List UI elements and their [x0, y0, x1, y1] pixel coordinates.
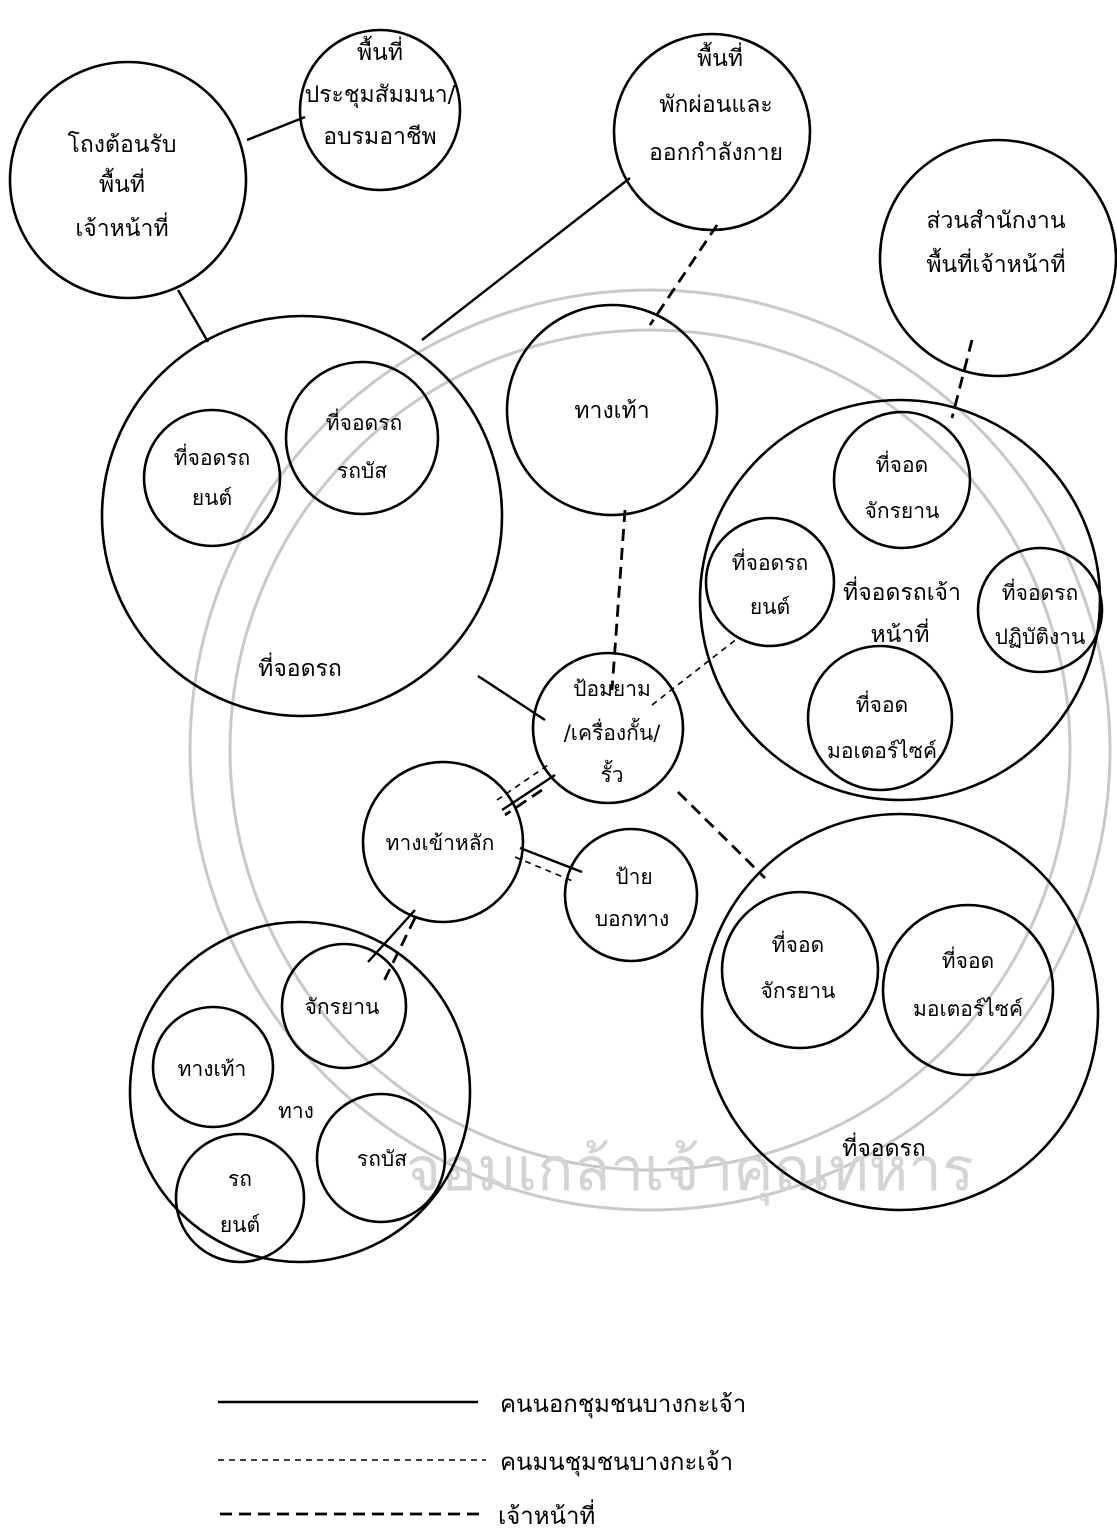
bus-parking-label-2: รถบัส	[337, 459, 387, 483]
guard-label-1: ป้อมยาม	[573, 677, 651, 701]
guard-node: ป้อมยาม /เครื่องกั้น/ รั้ว	[531, 651, 685, 805]
path-bus-label: รถบัส	[357, 1147, 407, 1171]
staff-parking-node: ที่จอดรถเจ้า หน้าที่	[698, 398, 1102, 802]
seminar-label-3: อบรมอาชีพ	[323, 124, 436, 150]
staff-car-node: ที่จอดรถ ยนต์	[704, 516, 836, 648]
bicycle-right-label-2: จักรยาน	[761, 979, 836, 1003]
path-car-label-2: ยนต์	[220, 1213, 260, 1237]
reception-label-2: พื้นที่	[99, 168, 145, 198]
guard-label-3: รั้ว	[600, 760, 623, 787]
path-bicycle-node: จักรยาน	[280, 942, 408, 1070]
reception-label-1: โถงต้อนรับ	[68, 131, 177, 158]
seminar-label-2: ประชุมสัมมนา/	[305, 82, 456, 108]
staff-motorcycle-label-2: มอเตอร์ไซค์	[827, 739, 937, 763]
reception-node: โถงต้อนรับ พื้นที่ เจ้าหน้าที่	[8, 60, 248, 300]
rest-label-3: ออกกำลังกาย	[649, 140, 783, 166]
signpost-label-2: บอกทาง	[595, 907, 670, 931]
link-walkway-guard	[610, 509, 627, 691]
link-guard-staff-parking	[651, 637, 739, 706]
staff-motorcycle-node: ที่จอด มอเตอร์ไซค์	[806, 644, 954, 792]
walkway-top-label: ทางเท้า	[574, 398, 649, 424]
staff-work-vehicle-label-2: ปฏิบัติงาน	[995, 625, 1086, 649]
motorcycle-right-label-2: มอเตอร์ไซค์	[913, 997, 1023, 1021]
staff-parking-label-1: ที่จอดรถเจ้า	[843, 576, 961, 606]
legend-staff-label: เจ้าหน้าที่	[498, 1499, 595, 1530]
car-parking-left-label-1: ที่จอดรถ	[174, 443, 250, 470]
walkway-top-node: ทางเท้า	[505, 303, 719, 517]
path-bicycle-label: จักรยาน	[305, 995, 380, 1019]
parking-right-node: ที่จอดรถ	[700, 812, 1100, 1212]
rest-label-1: พื้นที่	[697, 42, 743, 72]
link-reception-parking	[176, 289, 210, 343]
staff-parking-label-2: หน้าที่	[871, 618, 930, 648]
seminar-node: พื้นที่ ประชุมสัมมนา/ อบรมอาชีพ	[298, 28, 462, 192]
path-car-node: รถ ยนต์	[174, 1132, 306, 1264]
watermark-seal: จอมเกล้าเจ้าคุณทหาร	[188, 288, 1112, 1212]
link-guard-parking-right	[677, 791, 766, 879]
legend-outsiders-label: คนนอกชุมชนบางกะเจ้า	[500, 1390, 746, 1419]
staff-bicycle-label-2: จักรยาน	[865, 499, 940, 523]
bicycle-right-label-1: ที่จอด	[772, 930, 824, 957]
staff-car-label-2: ยนต์	[750, 595, 790, 619]
paths-node: ทาง	[128, 920, 472, 1264]
motorcycle-right-label-1: ที่จอด	[942, 946, 994, 973]
motorcycle-right-node: ที่จอด มอเตอร์ไซค์	[881, 903, 1055, 1077]
staff-motorcycle-label-1: ที่จอด	[856, 690, 908, 717]
guard-label-2: /เครื่องกั้น/	[564, 718, 662, 745]
link-entrance-paths	[367, 909, 416, 963]
bus-parking-node: ที่จอดรถ รถบัส	[284, 360, 440, 516]
parking-left-node: ที่จอดรถ	[100, 314, 504, 718]
reception-label-3: เจ้าหน้าที่	[75, 212, 168, 242]
staff-car-label-1: ที่จอดรถ	[732, 548, 808, 575]
car-parking-left-label-2: ยนต์	[192, 486, 232, 510]
office-label-1: ส่วนสำนักงาน	[926, 208, 1065, 234]
signpost-node: ป้าย บอกทาง	[563, 827, 699, 963]
staff-bicycle-node: ที่จอด จักรยาน	[832, 410, 972, 550]
bicycle-right-node: ที่จอด จักรยาน	[720, 890, 880, 1050]
link-rest-walkway	[648, 224, 719, 326]
rest-label-2: พักผ่อนและ	[659, 92, 772, 118]
parking-left-label: ที่จอดรถ	[258, 652, 342, 682]
link-office-staff-parking	[950, 339, 974, 419]
staff-work-vehicle-label-1: ที่จอดรถ	[1002, 578, 1078, 605]
car-parking-left-node: ที่จอดรถ ยนต์	[142, 408, 282, 548]
signpost-label-1: ป้าย	[615, 865, 652, 889]
path-walk-label: ทางเท้า	[178, 1057, 247, 1081]
seminar-label-1: พื้นที่	[357, 36, 403, 66]
bus-parking-label-1: ที่จอดรถ	[326, 408, 402, 435]
main-entrance-node: ทางเข้าหลัก	[361, 760, 525, 924]
office-node: ส่วนสำนักงาน พื้นที่เจ้าหน้าที่	[878, 138, 1117, 378]
link-guard-entrance-staff	[504, 788, 543, 817]
main-entrance-label: ทางเข้าหลัก	[386, 831, 495, 855]
staff-bicycle-label-1: ที่จอด	[876, 450, 928, 477]
link-reception-seminar	[246, 115, 306, 142]
watermark-text: จอมเกล้าเจ้าคุณทหาร	[406, 1135, 974, 1206]
rest-node: พื้นที่ พักผ่อนและ ออกกำลังกาย	[612, 32, 812, 232]
link-entrance-paths-staff	[380, 917, 417, 986]
path-bus-node: รถบัส	[315, 1092, 447, 1224]
link-entrance-guard	[501, 773, 556, 812]
link-entrance-guard-insider	[496, 764, 549, 801]
link-entrance-sign	[519, 846, 583, 874]
office-label-2: พื้นที่เจ้าหน้าที่	[926, 248, 1065, 278]
legend: คนนอกชุมชนบางกะเจ้า คนมนชุมชนบางกะเจ้า เ…	[218, 1390, 746, 1530]
path-car-label-1: รถ	[228, 1167, 252, 1191]
parking-right-label: ที่จอดรถ	[842, 1132, 926, 1162]
path-walk-node: ทางเท้า	[151, 1005, 275, 1129]
staff-work-vehicle-node: ที่จอดรถ ปฏิบัติงาน	[976, 546, 1104, 674]
link-rest-parking	[421, 177, 631, 341]
paths-label: ทาง	[278, 1099, 314, 1123]
legend-insiders-label: คนมนชุมชนบางกะเจ้า	[500, 1448, 733, 1477]
